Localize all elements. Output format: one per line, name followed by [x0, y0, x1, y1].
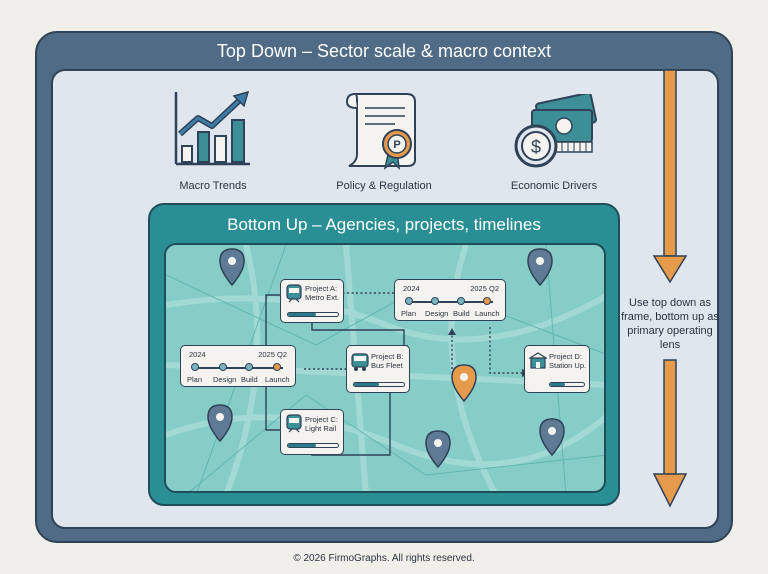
timeline-left-phase-launch: Launch [265, 375, 290, 384]
svg-text:P: P [393, 139, 400, 151]
timeline-left-phase-design: Design [213, 375, 237, 384]
timeline-right-line [407, 301, 493, 303]
light-rail-icon [286, 414, 302, 433]
timeline-left-dot-plan [191, 363, 199, 371]
project-a-subtitle: Metro Ext. [305, 293, 340, 302]
timeline-right-phase-design: Design [425, 309, 449, 318]
project-c-progress-track [287, 443, 339, 448]
project-b-subtitle: Bus Fleet [371, 361, 403, 370]
timeline-right-phase-build: Build [453, 309, 470, 318]
timeline-right-start: 2024 [403, 284, 420, 293]
timeline-right-dot-design [431, 297, 439, 305]
timeline-left-phase-build: Build [241, 375, 258, 384]
project-c-progress-fill [288, 444, 316, 447]
bottom-up-panel: Bottom Up – Agencies, projects, timeline… [148, 203, 620, 506]
project-a-progress-fill [288, 313, 316, 316]
timeline-left: 2024 2025 Q2 Plan Design Build Launch [180, 345, 296, 387]
timeline-left-start: 2024 [189, 350, 206, 359]
timeline-right-phase-launch: Launch [475, 309, 500, 318]
project-d-card[interactable]: Project D: Station Up. [524, 345, 590, 393]
project-map: Project A: Metro Ext. Project B: Bus Fle… [164, 243, 606, 493]
svg-text:$: $ [531, 137, 541, 157]
project-b-progress-track [353, 382, 405, 387]
icon-label-policy-regulation: Policy & Regulation [336, 180, 432, 192]
icon-label-macro-trends: Macro Trends [179, 180, 247, 192]
chart-up-icon [174, 90, 250, 166]
timeline-right-end: 2025 Q2 [470, 284, 499, 293]
project-a-card[interactable]: Project A: Metro Ext. [280, 279, 344, 323]
bus-icon [351, 353, 369, 371]
project-d-subtitle: Station Up. [549, 361, 587, 370]
policy-document-icon: P [345, 93, 416, 170]
timeline-right-dot-plan [405, 297, 413, 305]
project-b-card[interactable]: Project B: Bus Fleet [346, 345, 410, 393]
project-c-subtitle: Light Rail [305, 424, 337, 433]
timeline-left-end: 2025 Q2 [258, 350, 287, 359]
project-d-progress-fill [550, 383, 566, 386]
timeline-left-dot-build [245, 363, 253, 371]
project-d-title: Project D: [549, 352, 582, 361]
project-c-title: Project C: [305, 415, 338, 424]
money-coin-icon: $ [514, 94, 597, 168]
project-b-progress-fill [354, 383, 379, 386]
timeline-left-dot-design [219, 363, 227, 371]
project-a-title: Project A: [305, 284, 338, 293]
project-d-progress-track [549, 382, 585, 387]
side-note: Use top down as frame, bottom up as prim… [621, 297, 719, 351]
station-icon [529, 352, 547, 369]
timeline-left-phase-plan: Plan [187, 375, 203, 384]
project-b-title: Project B: [371, 352, 404, 361]
footer-copyright: © 2026 FirmoGraphs. All rights reserved. [293, 553, 475, 564]
bottom-up-title: Bottom Up – Agencies, projects, timeline… [227, 215, 541, 234]
project-c-card[interactable]: Project C: Light Rail [280, 409, 344, 455]
timeline-left-dot-launch [273, 363, 281, 371]
timeline-right: 2024 2025 Q2 Plan Design Build Launch [394, 279, 506, 321]
train-icon [286, 284, 302, 303]
top-down-flow-arrows [652, 69, 688, 508]
timeline-right-phase-plan: Plan [401, 309, 417, 318]
project-a-progress-track [287, 312, 339, 317]
icon-label-economic-drivers: Economic Drivers [510, 180, 598, 192]
timeline-right-dot-build [457, 297, 465, 305]
timeline-left-line [193, 367, 283, 369]
map-pins [207, 248, 565, 469]
timeline-right-dot-launch [483, 297, 491, 305]
top-down-title: Top Down – Sector scale & macro context [216, 41, 552, 61]
